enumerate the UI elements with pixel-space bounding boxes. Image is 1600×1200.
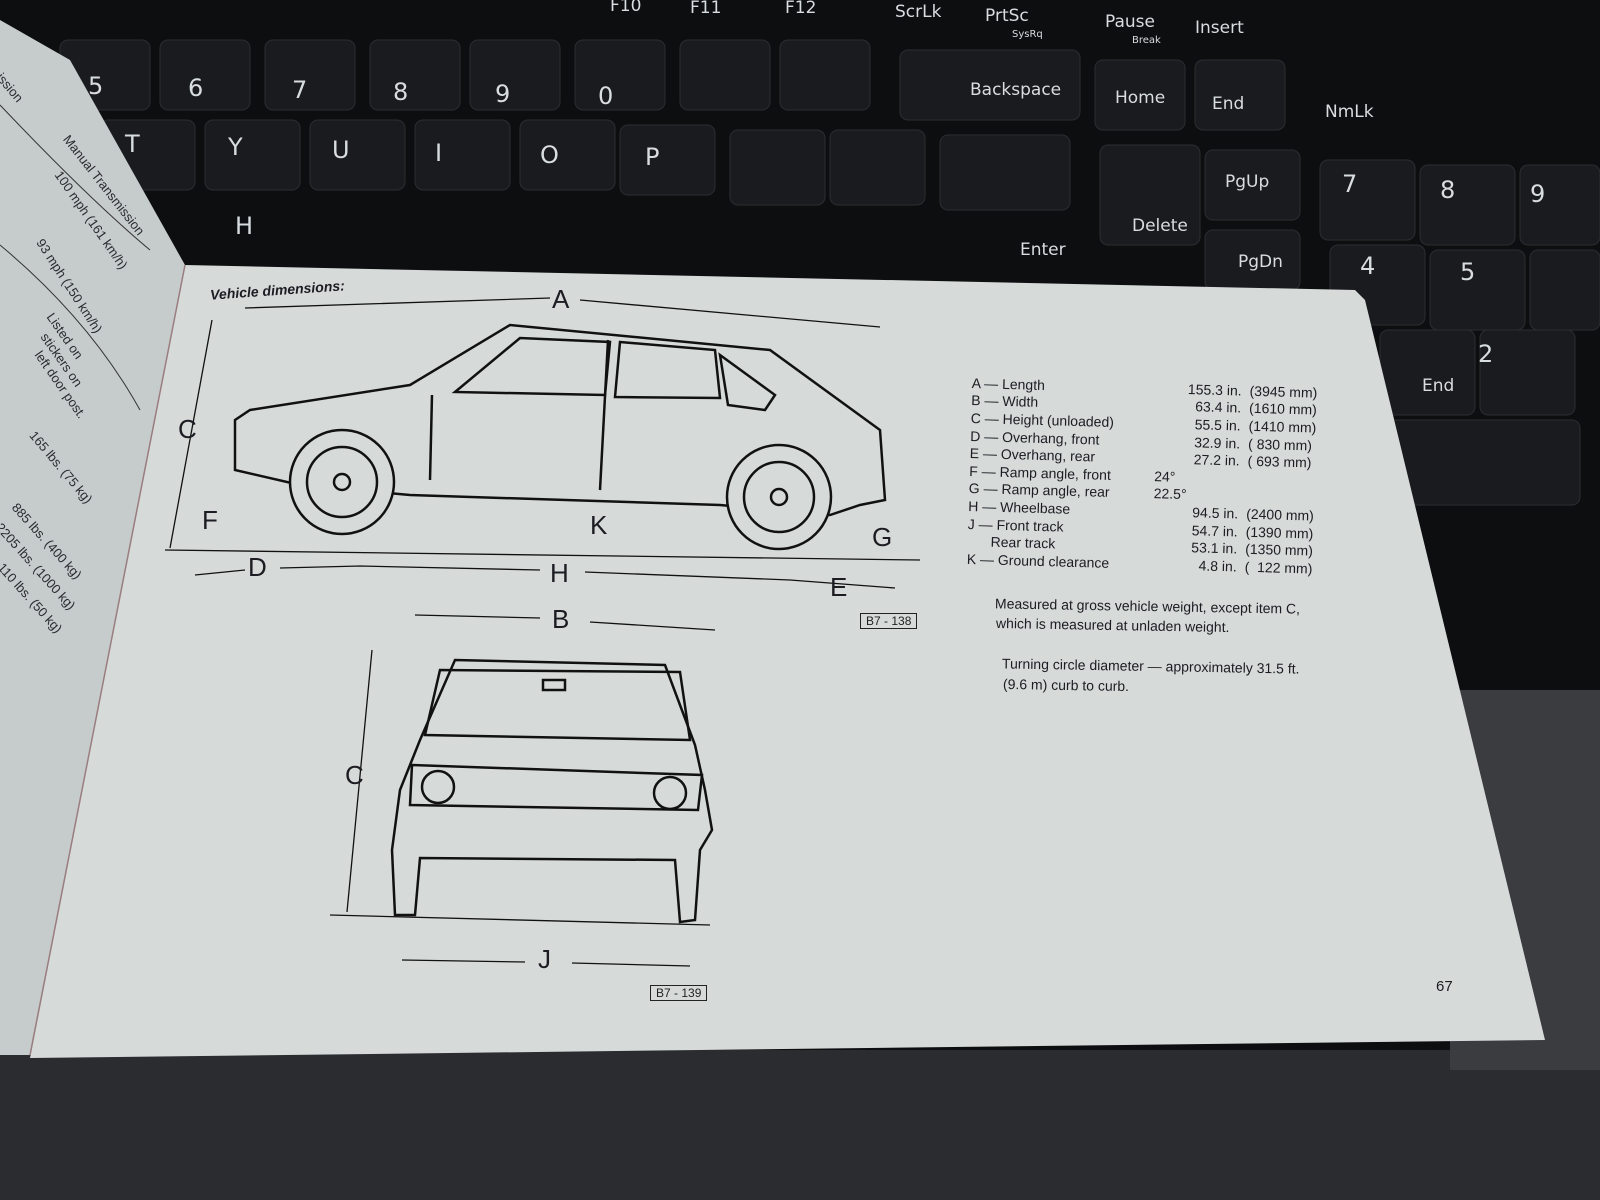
dim-label-j: J <box>538 944 551 974</box>
figure-code: B7 - 139 <box>650 985 708 1001</box>
key-8: 8 <box>393 78 409 106</box>
dim-label-g: G <box>872 522 893 552</box>
dim-label-c: C <box>178 414 197 444</box>
key-end: End <box>1212 94 1245 114</box>
key-num2: 2 <box>1478 340 1494 368</box>
key-f12: F12 <box>785 0 817 18</box>
key-t: T <box>125 130 140 158</box>
dim-label-d: D <box>248 552 267 582</box>
key-num4: 4 <box>1360 252 1376 280</box>
dim-label-f: F <box>202 505 218 535</box>
front-view-drawing <box>390 658 714 924</box>
key-nmlk: NmLk <box>1325 102 1374 122</box>
key-backspace: Backspace <box>970 80 1062 100</box>
key-scrlk: ScrLk <box>895 2 942 22</box>
dimension-lines <box>164 297 921 967</box>
dim-label-h: H <box>550 558 569 588</box>
key-h: H <box>235 212 254 240</box>
key-delete: Delete <box>1132 216 1188 236</box>
mesh-surface <box>0 1050 1600 1200</box>
key-7: 7 <box>292 76 308 104</box>
key-enter: Enter <box>1020 240 1066 260</box>
dim-label-k: K <box>590 510 608 540</box>
page-number: 67 <box>1436 978 1453 995</box>
dim-label-b: B <box>552 604 570 634</box>
key-f11: F11 <box>690 0 722 18</box>
key-o: O <box>540 141 559 169</box>
key-insert: Insert <box>1195 18 1244 38</box>
key-num7: 7 <box>1342 170 1358 198</box>
right-page <box>30 265 1545 1058</box>
key-break: Break <box>1132 35 1161 46</box>
key-num5: 5 <box>1460 258 1476 286</box>
key-5: 5 <box>88 72 104 100</box>
key-p: P <box>645 143 660 171</box>
side-view-drawing <box>233 323 887 551</box>
key-num9: 9 <box>1530 180 1546 208</box>
key-y: Y <box>228 133 243 161</box>
note-curb: (9.6 m) curb to curb. <box>1002 675 1130 695</box>
key-home: Home <box>1115 88 1166 108</box>
dim-label-c-front: C <box>345 760 364 790</box>
keyboard-keys <box>59 39 1600 506</box>
key-i: I <box>435 139 443 167</box>
key-6: 6 <box>188 74 204 102</box>
key-num8: 8 <box>1440 176 1456 204</box>
key-sysrq: SysRq <box>1012 29 1043 40</box>
key-9: 9 <box>495 80 511 108</box>
figure-code: B7 - 138 <box>860 613 918 629</box>
key-pause: Pause <box>1105 12 1155 32</box>
key-0: 0 <box>598 82 614 110</box>
key-u: U <box>332 136 350 164</box>
left-page <box>0 20 185 1055</box>
key-f10: F10 <box>610 0 642 16</box>
key-prtsc: PrtSc <box>985 6 1029 26</box>
key-pgdn: PgDn <box>1238 252 1283 272</box>
dim-label-a: A <box>552 284 570 314</box>
key-num-end: End <box>1422 376 1455 396</box>
key-pgup: PgUp <box>1225 172 1270 192</box>
dim-label-e: E <box>830 572 848 602</box>
